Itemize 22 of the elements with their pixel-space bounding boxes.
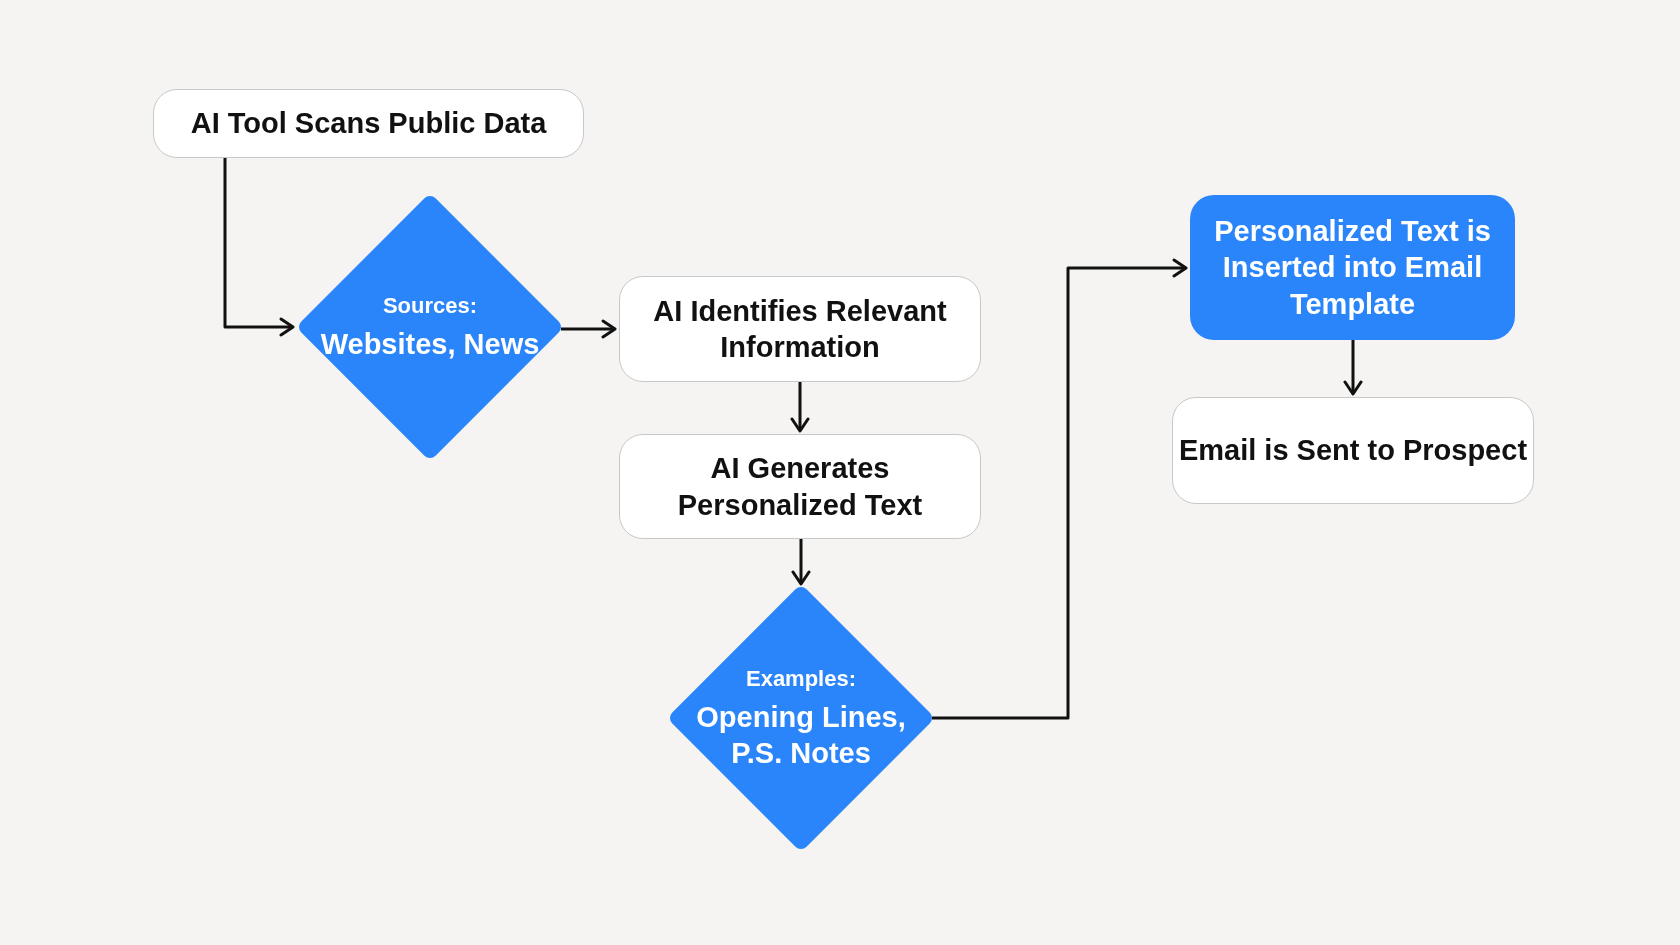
process-box: [1172, 397, 1534, 504]
arrow: [932, 258, 1188, 720]
node-label: Sources:: [382, 292, 478, 320]
node-label: AI Identifies Relevant Information: [652, 293, 948, 365]
decision-diamond: [299, 196, 561, 458]
node-label: Websites, News: [320, 326, 540, 362]
process-box: [619, 276, 981, 382]
arrow: [790, 382, 810, 433]
process-box: [1190, 195, 1515, 340]
arrow: [561, 319, 617, 339]
decision-diamond: [670, 587, 932, 849]
arrow: [1343, 340, 1363, 396]
process-box: [153, 89, 584, 158]
node-label: AI Tool Scans Public Data: [190, 106, 547, 142]
process-box: [619, 434, 981, 539]
node-label: AI Generates Personalized Text: [676, 451, 924, 523]
arrow: [223, 158, 295, 337]
node-label: Opening Lines, P.S. Notes: [695, 699, 907, 771]
node-label: Email is Sent to Prospect: [1178, 433, 1528, 469]
node-label: Examples:: [745, 665, 857, 693]
node-label: Personalized Text is Inserted into Email Template: [1213, 214, 1492, 322]
arrow: [791, 539, 811, 586]
